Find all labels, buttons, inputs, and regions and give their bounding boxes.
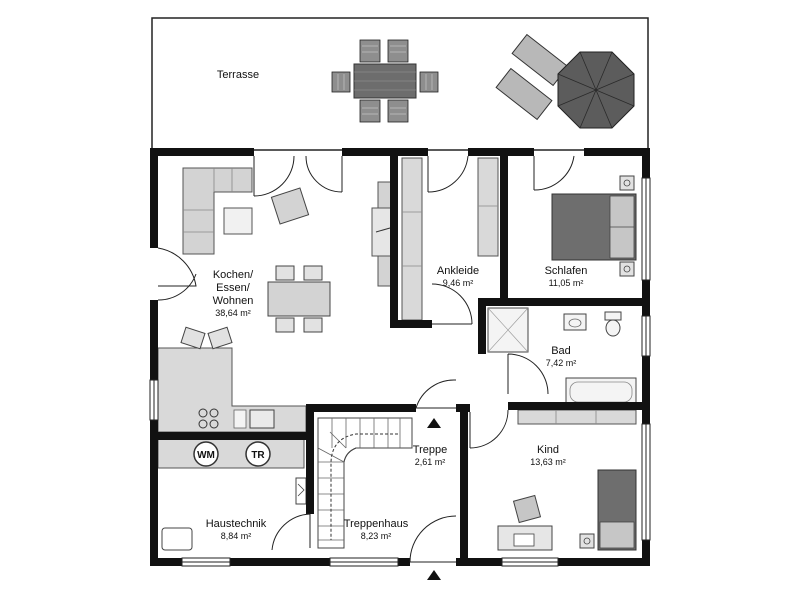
terrace-chair	[419, 71, 439, 93]
kitchen-sink	[249, 409, 275, 429]
wardrobe	[477, 157, 499, 257]
terrace-chair	[387, 99, 409, 123]
armchair	[270, 187, 310, 225]
dining-set	[267, 265, 331, 333]
heating-unit	[161, 527, 193, 551]
door-swing	[507, 353, 549, 395]
dryer-label: TR	[251, 450, 265, 461]
door-swing	[533, 155, 575, 191]
door-swing	[305, 155, 343, 193]
toilet	[605, 319, 621, 337]
double-bed	[551, 175, 637, 277]
desk-chair	[512, 494, 542, 524]
sink-drain-board	[233, 409, 247, 429]
terrace-chair	[359, 99, 381, 123]
nightstand	[579, 533, 595, 549]
pillow	[599, 521, 635, 549]
doors	[157, 155, 575, 563]
dining-chair	[275, 317, 295, 333]
room-name-kochen-3: Wohnen	[213, 295, 254, 307]
toilet-tank	[604, 311, 622, 321]
entrance-arrow	[427, 570, 441, 580]
bar-stools	[180, 326, 233, 350]
room-name-kochen-1: Kochen/	[213, 269, 254, 281]
washing-machine-label: WM	[197, 450, 215, 461]
room-name-schlafen: Schlafen	[545, 265, 588, 277]
sun-lounger	[495, 67, 553, 121]
terrace-chair	[387, 39, 409, 63]
ankleide-wardrobes	[401, 157, 499, 321]
washbasin	[563, 313, 587, 331]
stair-walkline	[330, 433, 398, 540]
door-swing	[409, 515, 457, 563]
room-area-kochen: 38,64 m²	[215, 308, 251, 318]
walls	[150, 148, 650, 566]
door-swing	[469, 409, 509, 449]
coffee-table	[223, 207, 253, 235]
door-swing	[431, 283, 473, 325]
staircase	[317, 417, 413, 549]
dining-chair	[303, 265, 323, 281]
door-swing	[427, 155, 469, 193]
stove	[198, 408, 219, 429]
terrace-chair	[331, 71, 351, 93]
sun-loungers	[495, 33, 569, 121]
sofa	[182, 167, 253, 255]
room-name-kind: Kind	[537, 444, 559, 456]
fuse-box	[295, 477, 307, 505]
kid-room-furniture	[497, 409, 637, 551]
windows	[149, 177, 651, 567]
dryer	[245, 441, 271, 467]
terrace: Terrasse	[151, 17, 649, 151]
kitchen-counter	[157, 347, 307, 433]
room-area-bad: 7,42 m²	[546, 358, 577, 368]
room-name-bad: Bad	[551, 345, 571, 357]
room-area-haustechnik: 8,84 m²	[221, 531, 252, 541]
entrance-markers	[427, 418, 441, 580]
nightstand	[619, 261, 635, 277]
room-name-ankleide: Ankleide	[437, 265, 479, 277]
dining-table	[267, 281, 331, 317]
room-area-ankleide: 9,46 m²	[443, 278, 474, 288]
room-labels: Kochen/ Essen/ Wohnen 38,64 m² Ankleide …	[206, 265, 588, 541]
terrace-chair	[359, 39, 381, 63]
room-name-haustechnik: Haustechnik	[206, 518, 267, 530]
room-area-schlafen: 11,05 m²	[549, 278, 584, 288]
door-swing	[415, 379, 457, 409]
door-swing	[271, 513, 311, 551]
bathroom-fixtures	[487, 307, 637, 407]
wardrobe	[401, 157, 423, 321]
bathtub	[565, 377, 637, 407]
terrace-label: Terrasse	[217, 69, 259, 81]
entrance-arrow	[427, 418, 441, 428]
terrace-dining-set	[331, 39, 439, 123]
utility-appliances: WM TR	[157, 437, 307, 551]
laptop	[513, 533, 535, 547]
door-swing	[253, 155, 295, 197]
room-area-kind: 13,63 m²	[530, 457, 566, 467]
bar-stool	[207, 326, 233, 350]
tv	[371, 207, 393, 257]
room-area-treppenhaus: 8,23 m²	[361, 531, 392, 541]
door-swing	[157, 247, 197, 287]
tv-unit	[371, 181, 393, 287]
door-swing	[157, 273, 197, 301]
room-name-kochen-2: Essen/	[216, 282, 251, 294]
room-name-treppenhaus: Treppenhaus	[344, 518, 409, 530]
wardrobe	[517, 409, 637, 425]
utility-counter	[157, 437, 305, 469]
dining-chair	[303, 317, 323, 333]
room-area-treppe: 2,61 m²	[415, 457, 446, 467]
dining-chair	[275, 265, 295, 281]
washing-machine	[193, 441, 219, 467]
bar-stool	[180, 326, 206, 350]
parasol	[557, 51, 635, 129]
room-name-treppe: Treppe	[413, 444, 447, 456]
nightstand	[619, 175, 635, 191]
